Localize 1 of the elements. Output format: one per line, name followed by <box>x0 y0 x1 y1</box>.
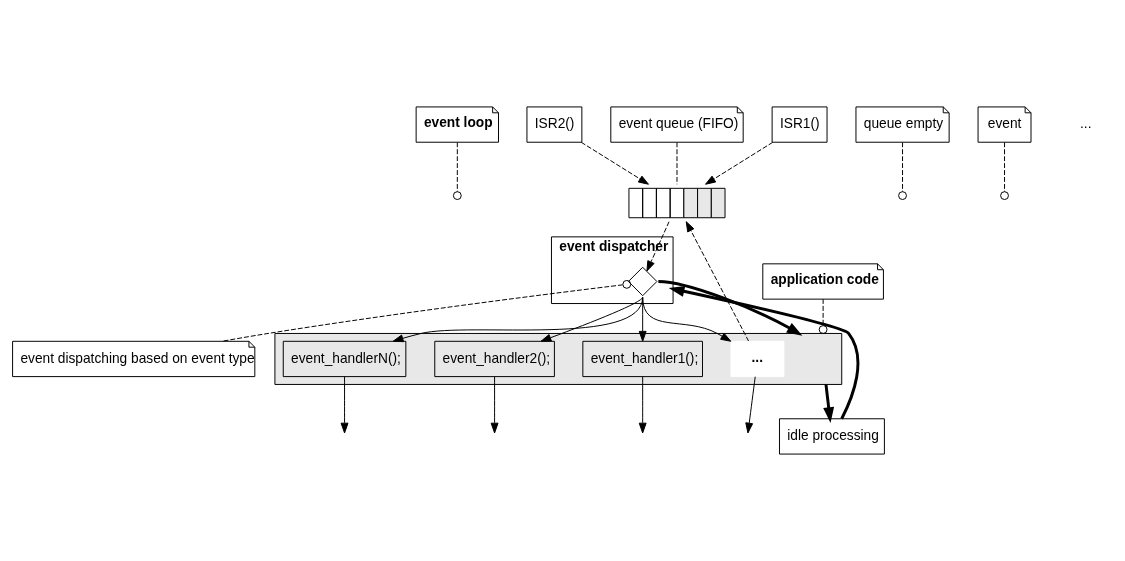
label: ... <box>1080 116 1092 132</box>
